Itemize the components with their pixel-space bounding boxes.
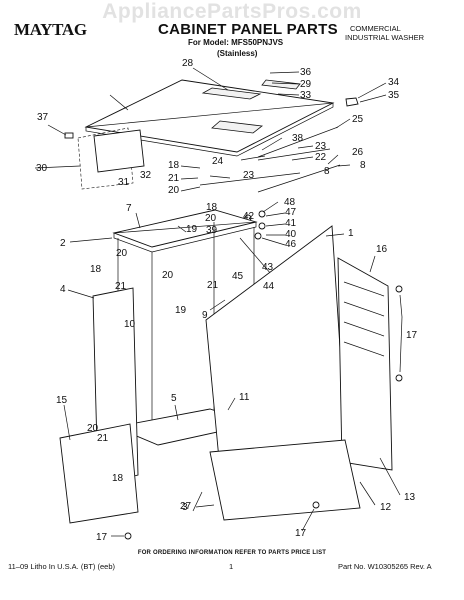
callout-10: 10 [124, 319, 136, 330]
callout-13: 13 [404, 492, 416, 503]
right-side-panel [337, 257, 393, 471]
watermark: AppliancePartsPros.com [102, 0, 362, 23]
callout-41: 41 [285, 218, 297, 229]
callout-18: 18 [112, 473, 124, 484]
callout-45: 45 [232, 271, 244, 282]
callout-32: 32 [140, 170, 152, 181]
category-line-2: INDUSTRIAL WASHER [345, 33, 425, 42]
callout-44: 44 [263, 281, 275, 292]
callout-16: 16 [376, 244, 388, 255]
page-number: 1 [229, 562, 234, 571]
callout-21: 21 [115, 281, 127, 292]
callout-23: 23 [315, 141, 327, 152]
model-line: For Model: MFS50PNJVS [188, 38, 284, 47]
callout-29: 29 [300, 79, 312, 90]
callout-18: 18 [206, 202, 218, 213]
callout-25: 25 [352, 114, 364, 125]
ordering-note: FOR ORDERING INFORMATION REFER TO PARTS … [137, 550, 327, 556]
callout-39: 39 [206, 225, 218, 236]
callout-40: 40 [285, 229, 297, 240]
part-number: Part No. W10305265 Rev. A [338, 562, 432, 571]
callout-20: 20 [205, 213, 217, 224]
brand-logo: MAYTAG [14, 20, 87, 39]
callout-19: 19 [175, 305, 187, 316]
callout-47: 47 [285, 207, 297, 218]
rail-8 [257, 164, 341, 193]
callout-17: 17 [96, 532, 108, 543]
model-variant: (Stainless) [217, 49, 258, 58]
callout-46: 46 [285, 239, 297, 250]
callout-37: 37 [37, 112, 49, 123]
callout-8: 8 [360, 160, 366, 171]
callout-20: 20 [87, 423, 99, 434]
rail-23-lower [199, 172, 301, 186]
callout-22: 22 [315, 152, 327, 163]
callout-18: 18 [90, 264, 102, 275]
callout-17: 17 [406, 330, 418, 341]
callout-8: 8 [324, 166, 330, 177]
callout-19: 19 [186, 224, 198, 235]
callout-7: 7 [126, 203, 132, 214]
callout-38: 38 [292, 133, 304, 144]
callout-26: 26 [352, 147, 364, 158]
callout-5: 5 [171, 393, 177, 404]
callout-9: 9 [202, 310, 208, 321]
callout-30: 30 [36, 163, 48, 174]
callout-3: 3 [182, 502, 188, 513]
callout-48: 48 [284, 197, 296, 208]
bottom-panel [209, 439, 361, 521]
callout-20: 20 [116, 248, 128, 259]
callout-23: 23 [243, 170, 255, 181]
callout-20: 20 [162, 270, 174, 281]
rail-25 [257, 126, 339, 158]
callout-33: 33 [300, 90, 312, 101]
callout-21: 21 [168, 173, 180, 184]
callout-2: 2 [60, 238, 66, 249]
callout-11: 11 [239, 392, 250, 403]
litho-line: 11–09 Litho In U.S.A. (BT) (eeb) [8, 562, 115, 571]
callout-1: 1 [348, 228, 354, 239]
callout-18: 18 [168, 160, 180, 171]
kick-panel [59, 423, 139, 524]
callout-34: 34 [388, 77, 400, 88]
callout-31: 31 [118, 177, 130, 188]
callout-17: 17 [295, 528, 307, 539]
rail-23-upper [257, 148, 331, 161]
callout-4: 4 [60, 284, 66, 295]
callout-21: 21 [97, 433, 109, 444]
callout-12: 12 [380, 502, 392, 513]
callout-43: 43 [262, 262, 274, 273]
callout-20: 20 [168, 185, 180, 196]
callout-15: 15 [56, 395, 68, 406]
callout-35: 35 [388, 90, 400, 101]
category-line-1: COMMERCIAL [350, 24, 401, 33]
frame-top [112, 209, 258, 248]
callout-36: 36 [300, 67, 312, 78]
callout-24: 24 [212, 156, 224, 167]
page-title: CABINET PANEL PARTS [158, 21, 338, 38]
callout-28: 28 [182, 58, 194, 69]
callout-42: 42 [243, 211, 255, 222]
callout-27: 27 [180, 501, 192, 512]
callout-21: 21 [207, 280, 219, 291]
